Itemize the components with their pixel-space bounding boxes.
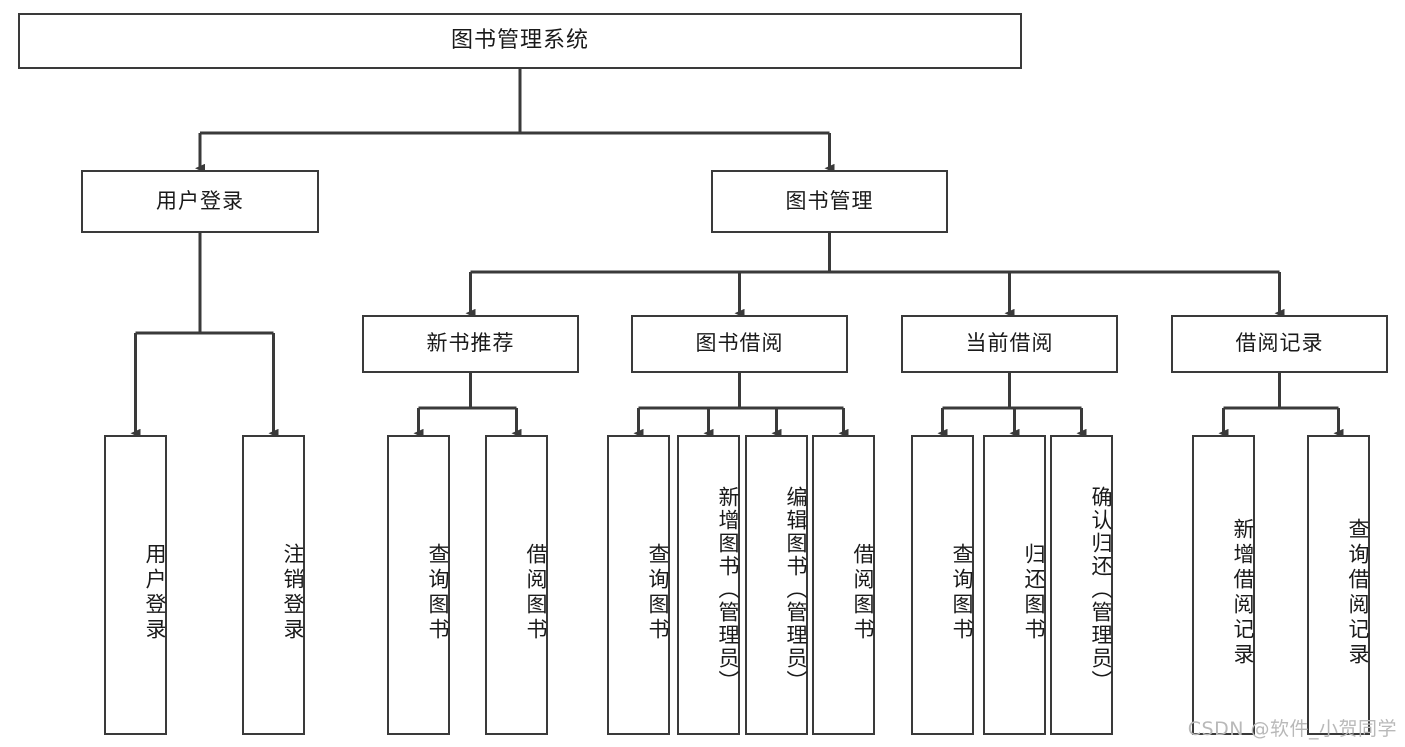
node-root[interactable]: 图书管理系统 [18, 13, 1022, 69]
watermark: CSDN @软件_小贺同学 [1187, 718, 1397, 740]
node-label: 查询图书 [646, 543, 670, 643]
node-label: 注销登录 [281, 543, 305, 643]
node-leaf-query-book-3[interactable]: 查询图书 [911, 435, 974, 735]
node-label: 新书推荐 [426, 331, 515, 356]
node-leaf-user-login[interactable]: 用户登录 [104, 435, 167, 735]
node-leaf-query-book-2[interactable]: 查询图书 [607, 435, 670, 735]
node-current-borrow[interactable]: 当前借阅 [901, 315, 1118, 373]
node-label: 图书借阅 [695, 331, 784, 356]
node-label: 新增图书（管理员） [716, 485, 740, 693]
node-book-manage[interactable]: 图书管理 [711, 170, 948, 233]
node-user-login[interactable]: 用户登录 [81, 170, 319, 233]
node-new-book-rec[interactable]: 新书推荐 [362, 315, 579, 373]
node-label: 借阅图书 [851, 543, 875, 643]
node-label: 编辑图书（管理员） [784, 485, 808, 693]
node-leaf-borrow-book-2[interactable]: 借阅图书 [812, 435, 875, 735]
node-leaf-logout[interactable]: 注销登录 [242, 435, 305, 735]
edge-bus-new-book-rec [418, 373, 517, 410]
edge-bus-root [200, 69, 830, 135]
node-label: 用户登录 [143, 543, 167, 643]
node-label: 借阅记录 [1235, 331, 1324, 356]
node-leaf-add-record[interactable]: 新增借阅记录 [1192, 435, 1255, 735]
node-leaf-return-book[interactable]: 归还图书 [983, 435, 1046, 735]
node-label: 当前借阅 [965, 331, 1054, 356]
node-label: 查询借阅记录 [1346, 518, 1370, 668]
node-book-borrow[interactable]: 图书借阅 [631, 315, 848, 373]
node-leaf-query-book-1[interactable]: 查询图书 [387, 435, 450, 735]
node-leaf-query-record[interactable]: 查询借阅记录 [1307, 435, 1370, 735]
edge-bus-current-borrow [942, 373, 1082, 410]
node-label: 图书管理系统 [450, 27, 589, 53]
edge-bus-borrow-record [1223, 373, 1339, 410]
node-label: 确认归还（管理员） [1089, 485, 1113, 693]
node-label: 归还图书 [1022, 543, 1046, 643]
node-label: 图书管理 [785, 188, 874, 213]
node-label: 借阅图书 [524, 543, 548, 643]
node-label: 查询图书 [426, 543, 450, 643]
edge-bus-user-login [135, 233, 274, 335]
node-label: 查询图书 [950, 543, 974, 643]
edge-bus-book-borrow [638, 373, 844, 410]
node-leaf-add-book[interactable]: 新增图书（管理员） [677, 435, 740, 735]
node-leaf-confirm-return[interactable]: 确认归还（管理员） [1050, 435, 1113, 735]
node-label: 用户登录 [156, 188, 244, 213]
node-borrow-record[interactable]: 借阅记录 [1171, 315, 1388, 373]
node-leaf-borrow-book-1[interactable]: 借阅图书 [485, 435, 548, 735]
edge-bus-book-manage [470, 233, 1280, 274]
node-leaf-edit-book[interactable]: 编辑图书（管理员） [745, 435, 808, 735]
node-label: 新增借阅记录 [1231, 518, 1255, 668]
